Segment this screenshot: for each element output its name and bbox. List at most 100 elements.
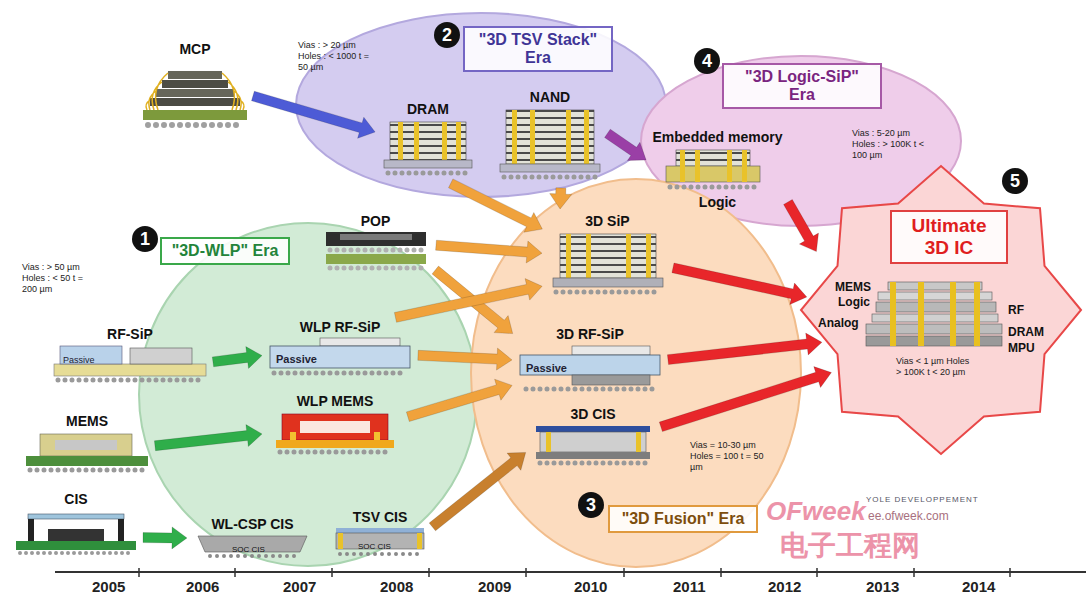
ultimate-3d-ic-stack [866,324,1002,334]
rf-sip-figure [54,364,206,376]
text-slot: Vias = 10-30 µm Holes = 100 t = 50 µm [690,440,772,473]
mcp-figure [156,89,234,97]
package-label: WLP RF-SiP [300,319,381,336]
era-region: "3D TSV Stack" EraDRAMNAND [295,12,667,198]
nand-stack-figure [530,110,535,164]
text-slot: MCP [140,40,250,58]
wlp-mems-figure [276,440,394,448]
spec-note: Vias : > 20 µm Holes : < 1000 t = 50 µm [298,40,370,73]
cis-figure [16,514,136,553]
layer-label: DRAM [1008,325,1044,339]
text-slot: 2014 [962,578,995,596]
package-label: WLP MEMS [297,393,374,410]
pop-figure [340,234,412,240]
text-slot: MPU [1008,338,1035,356]
era-label: "3D TSV Stack" Era [463,26,613,72]
text-slot: Ultimate 3D IC [890,210,1008,264]
package-label: POP [361,213,391,230]
tsv-cis-figure [336,528,424,533]
embedded-memory-figure [727,150,732,182]
text-slot: Vias : 5-20 µm Holes : > 100K t < 100 µm [852,128,934,161]
cis-figure [16,541,136,550]
year-label: 2012 [768,578,801,596]
package-label: MCP [179,41,210,58]
text-slot: 2012 [768,578,801,596]
part-label: SOC CIS [358,542,391,552]
era-region: "3D-WLP" EraWLP RF-SiP WLP MEMS WL-CSP CIS… [138,222,478,567]
mcp-figure [146,73,244,110]
text-slot: Analog [818,313,859,331]
3d-sip-figure [646,234,651,278]
text-slot: 2007 [283,578,316,596]
cis-figure [28,514,124,519]
text-slot: OFweek [766,496,866,526]
package-label: MEMS [66,413,108,430]
embedded-memory-figure [666,150,760,187]
year-label: 2014 [962,578,995,596]
timeline-axis [139,568,1010,577]
text-slot: Vias < 1 µm Holes > 100K t < 20 µm [896,356,976,378]
package-figure: POP [318,212,433,278]
part-label: SOC CIS [232,545,265,555]
era-label: "3D-WLP" Era [160,237,290,265]
burst-outline [801,166,1081,454]
era-outline [471,179,801,567]
text-slot: 3D CIS [528,405,658,423]
burst-outline [800,165,1082,455]
package-figure: 3D RF-SiP [515,325,665,395]
text-slot: Embedded memory [649,128,787,146]
text-slot: Logic [649,193,787,211]
year-label: 2010 [574,578,607,596]
text-slot: "3D Fusion" Era [608,505,758,533]
3d-cis-figure [536,426,650,432]
wlp-rf-sip-figure [270,346,410,368]
wlp-mems-figure [300,421,370,433]
ultimate-3d-ic-stack [890,282,896,346]
package-figure: WL-CSP CIS [190,515,315,561]
year-label: 2008 [380,578,413,596]
part-label: Passive [276,353,317,366]
package-label: Embedded memory [653,129,783,146]
mems-figure [40,434,132,456]
package-figure: MCP [140,40,250,132]
part-label: Passive [63,355,95,366]
watermark: YOLE DEVELOPPEMENT [866,495,979,505]
era-outline [139,223,477,566]
dram-stack-figure [442,122,447,160]
callout-number: 2 [434,22,460,48]
ultimate-3d-ic-stack [866,336,1002,346]
text-slot: CIS [12,490,140,508]
text-slot: 4 [694,48,720,74]
year-label: 2013 [866,578,899,596]
package-figure: NAND [495,88,605,185]
package-label: WL-CSP CIS [211,516,293,533]
layer-label: MEMS [835,280,871,294]
3d-rf-sip-figure [520,355,660,375]
text-slot: RF [1008,300,1024,318]
text-slot: Logic [838,292,870,310]
text-slot: TSV CIS [330,508,430,526]
era-label: Ultimate 3D IC [890,210,1008,264]
spec-note: Vias : 5-20 µm Holes : > 100K t < 100 µm [852,128,934,161]
3d-rf-sip-figure [572,346,650,355]
3d-sip-figure [560,234,656,278]
3d-cis-figure [546,432,551,452]
embedded-memory-figure [742,150,747,182]
text-slot: 2013 [866,578,899,596]
cis-figure [48,529,104,541]
text-slot: 3 [578,492,604,518]
package-label: 3D RF-SiP [556,326,624,343]
year-label: 2009 [478,578,511,596]
part-label: Passive [526,362,567,375]
era-region: "3D Fusion" Era3D SiP3D RF-SiP3D CIS [470,178,802,568]
package-figure: CIS [12,490,140,558]
3d-sip-figure [553,234,663,292]
text-slot: NAND [495,88,605,106]
package-figure: WLP MEMS [265,392,405,456]
3d-sip-figure [566,234,571,278]
mems-figure [26,456,148,466]
mcp-figure [150,98,240,106]
dram-stack-figure [384,160,472,168]
cis-figure [118,519,124,541]
3d-sip-figure [586,234,591,278]
